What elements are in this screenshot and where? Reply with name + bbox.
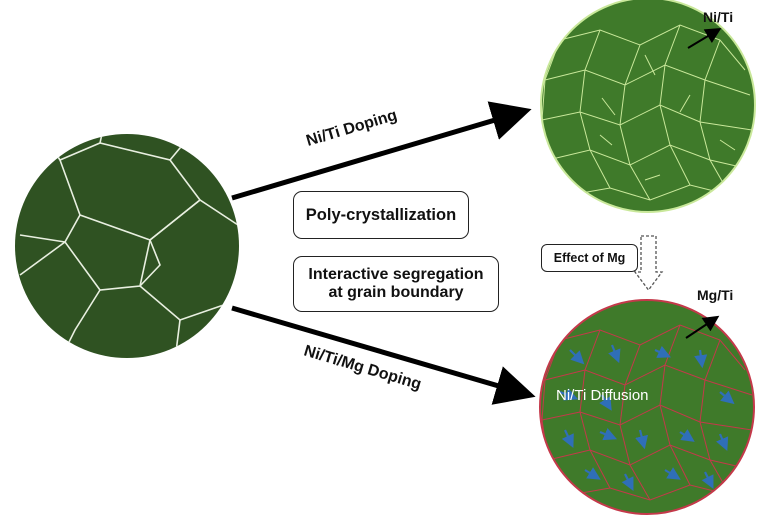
ni-ti-marker-arrow (687, 27, 722, 49)
ni-ti-doped-sphere (540, 0, 756, 213)
effect-of-mg-arrow (633, 235, 664, 292)
ni-ti-doping-label: Ni/Ti Doping (304, 107, 399, 150)
segregation-line-2: at grain boundary (328, 284, 464, 301)
diffusion-arrows (559, 344, 735, 491)
ni-ti-mg-doping-label: Ni/Ti/Mg Doping (302, 343, 423, 394)
effect-of-mg-box: Effect of Mg (541, 244, 638, 272)
interactive-segregation-box: Interactive segregation at grain boundar… (293, 256, 499, 312)
coarse-grain-sphere (15, 134, 239, 358)
diffusion-label: Ni/Ti Diffusion (556, 387, 649, 404)
ni-ti-mg-doping-arrow (231, 305, 536, 405)
mg-ti-marker-arrow (685, 315, 720, 339)
effect-of-mg-text: Effect of Mg (553, 250, 626, 265)
ni-ti-mg-doped-sphere (539, 299, 755, 515)
mg-ti-marker-label: Mg/Ti (697, 287, 733, 303)
ni-ti-doping-arrow (231, 101, 532, 201)
poly-crystallization-text: Poly-crystallization (305, 205, 457, 224)
poly-crystallization-box: Poly-crystallization (293, 191, 469, 239)
segregation-line-1: Interactive segregation (308, 265, 484, 283)
ni-ti-marker-label: Ni/Ti (703, 9, 733, 25)
